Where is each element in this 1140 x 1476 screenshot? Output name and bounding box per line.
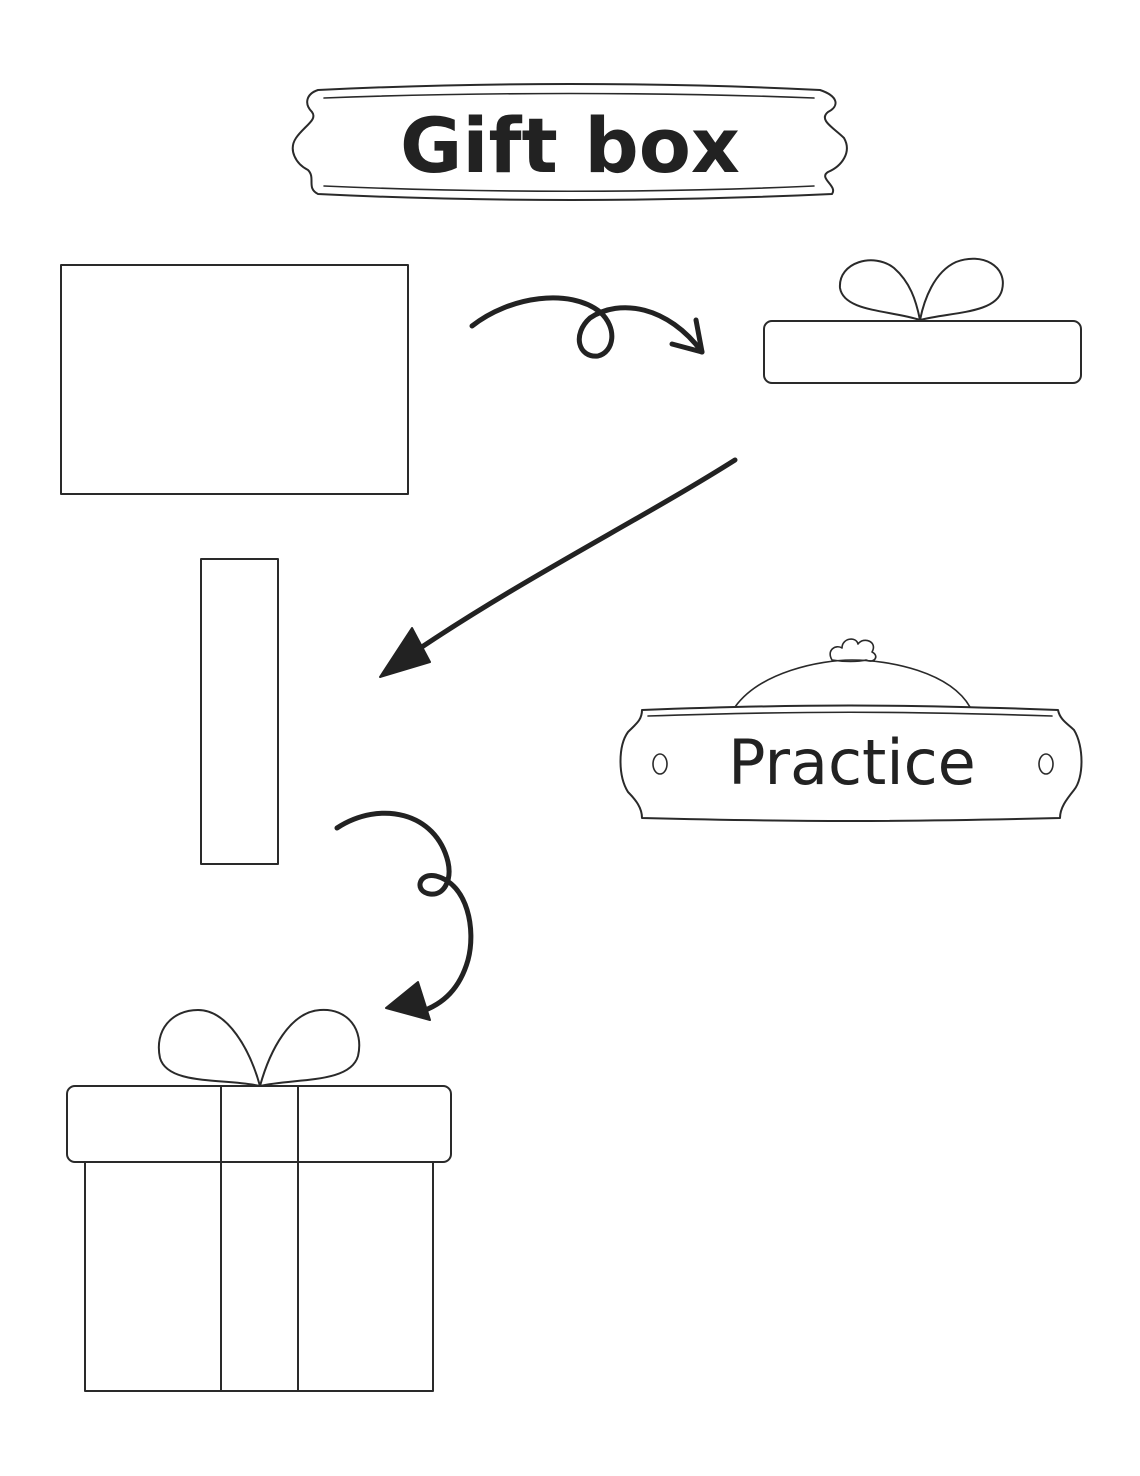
- sign-hole-right: [1038, 753, 1054, 775]
- practice-label: Practice: [728, 726, 976, 799]
- gift-body: [84, 1161, 434, 1392]
- gift-lid: [66, 1085, 452, 1163]
- curl-arrow-icon: [334, 810, 474, 1021]
- finished-gift-box: [66, 1008, 452, 1392]
- ribbon-banner-icon: [291, 83, 848, 201]
- sign-hanger: [734, 659, 971, 708]
- lid-band: [763, 320, 1082, 384]
- loop-arrow-icon: [469, 295, 705, 359]
- ribbon-strip-piece: [200, 558, 279, 865]
- hanging-sign-icon: [619, 704, 1083, 822]
- sign-hole-left: [652, 753, 668, 775]
- practice-sign: Practice: [619, 638, 1083, 822]
- sign-knot: [829, 638, 877, 663]
- gift-bow-icon: [838, 257, 1004, 321]
- diagonal-arrow-icon: [379, 457, 738, 678]
- box-bottom-piece: [60, 264, 409, 495]
- page-title: Gift box: [400, 101, 740, 190]
- box-lid-with-bow: [763, 257, 1082, 384]
- title-banner: Gift box: [291, 83, 848, 201]
- gift-bow-icon: [157, 1008, 361, 1087]
